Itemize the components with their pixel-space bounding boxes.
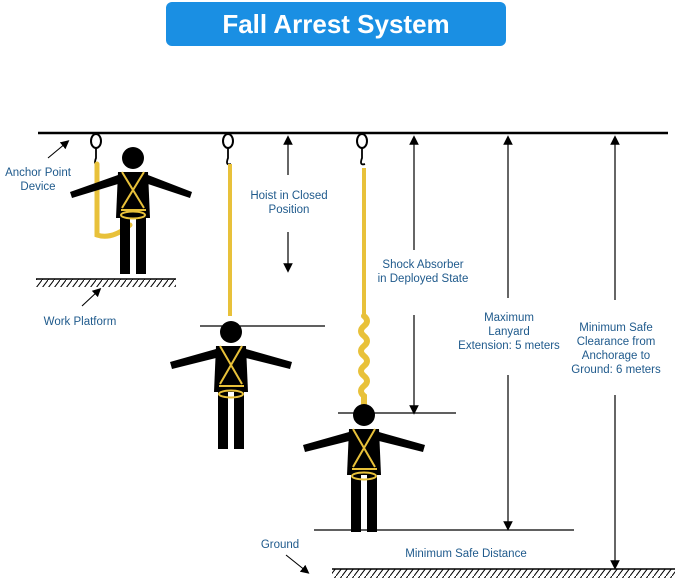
label-min-clearance: Minimum Safe Clearance from Anchorage to… bbox=[571, 322, 661, 376]
worker-3 bbox=[303, 133, 425, 532]
label-min-safe-distance: Minimum Safe Distance bbox=[405, 548, 527, 560]
label-max-lanyard: Maximum Lanyard Extension: 5 meters bbox=[458, 312, 560, 352]
hook-icon bbox=[226, 148, 232, 166]
platform-pointer-arrow bbox=[81, 287, 102, 307]
label-anchor-point-device: Anchor Point Device bbox=[5, 167, 71, 193]
anchor-pointer-arrow bbox=[47, 140, 70, 159]
worker-2 bbox=[170, 133, 292, 449]
label-ground: Ground bbox=[260, 539, 300, 551]
title-banner: Fall Arrest System bbox=[166, 2, 506, 46]
page-title: Fall Arrest System bbox=[222, 8, 450, 39]
anchor-ring-icon bbox=[356, 133, 368, 149]
anchor-ring-icon bbox=[222, 133, 234, 149]
label-hoist-closed: Hoist in Closed Position bbox=[250, 190, 328, 216]
shock-absorber-coil-icon bbox=[358, 313, 370, 407]
label-shock-absorber: Shock Absorber in Deployed State bbox=[377, 259, 469, 285]
anchor-ring-icon bbox=[90, 133, 102, 149]
label-work-platform: Work Platform bbox=[43, 316, 117, 328]
hook-icon bbox=[360, 148, 366, 166]
worker-1 bbox=[70, 133, 192, 274]
ground-surface bbox=[332, 568, 675, 578]
ground-pointer-arrow bbox=[285, 554, 310, 574]
work-platform bbox=[36, 278, 176, 287]
